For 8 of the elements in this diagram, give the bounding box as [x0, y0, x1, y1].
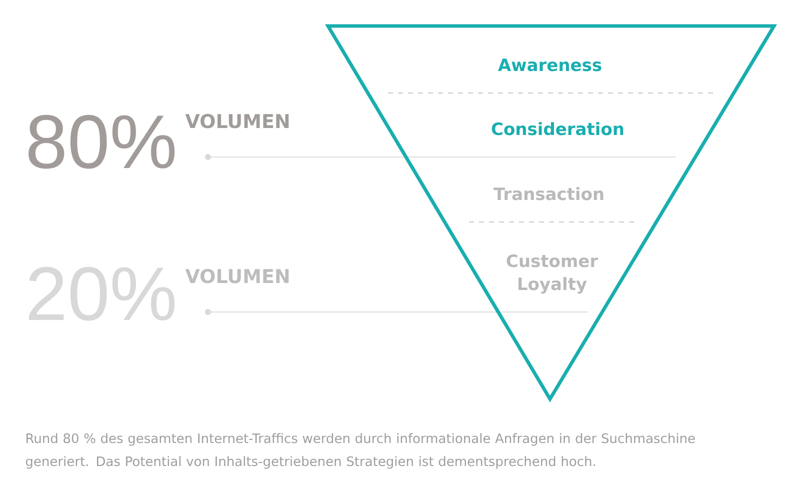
- percentage-value: 80%: [28, 114, 175, 169]
- volume-label: VOLUMEN: [185, 268, 289, 284]
- stage-label: Customer Loyalty: [506, 254, 598, 294]
- volume-label: VOLUMEN: [185, 114, 289, 128]
- stage-label: Consideration: [492, 122, 624, 136]
- caption: Rund 80 % des gesamten Internet-Traffics werden durch informationale Anfragen in der Suchmaschine generiert. Das Potential von Inhalts-getriebenen Strategien ist dementsprechend hoch.: [26, 433, 695, 469]
- stage-label: Transaction: [494, 187, 604, 200]
- stage-label: Awareness: [498, 58, 602, 72]
